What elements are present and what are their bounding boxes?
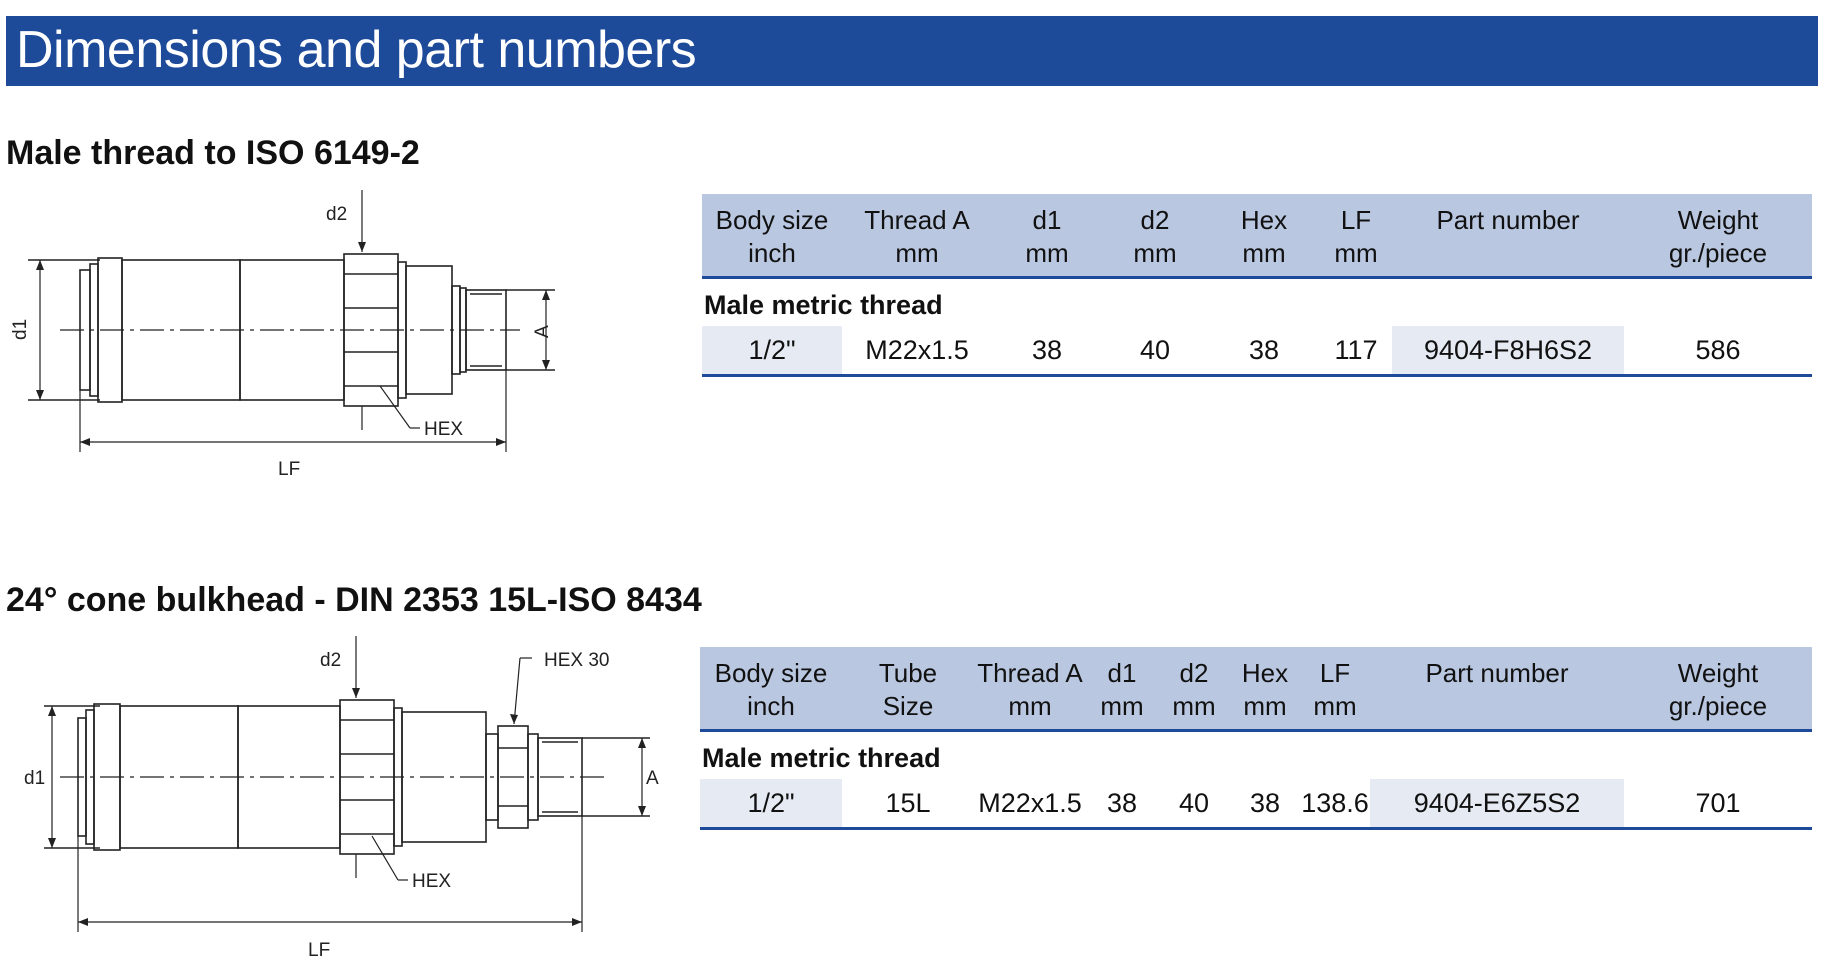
page-title: Dimensions and part numbers	[16, 21, 697, 79]
cell-d1: 38	[1086, 779, 1158, 830]
cell-tube-size: 15L	[842, 779, 974, 830]
cell-lf: 138.6	[1300, 779, 1370, 830]
page-banner: Dimensions and part numbers	[6, 16, 1818, 86]
table-row: 1/2" 15L M22x1.5 38 40 38 138.6 9404-E6Z…	[700, 779, 1812, 830]
table-group-row: Male metric thread	[700, 731, 1812, 780]
drawing-cone-bulkhead: d2 HEX 30 d1 A HEX LF	[0, 636, 680, 964]
cell-d1: 38	[992, 326, 1102, 377]
cell-weight: 701	[1624, 779, 1812, 830]
dim-label-lf: LF	[278, 459, 300, 480]
col-header-part-number: Part number	[1392, 194, 1624, 279]
dim-label-d1: d1	[10, 319, 31, 340]
dim-label-d2: d2	[326, 204, 347, 225]
dim-label-lf: LF	[308, 940, 330, 961]
cell-d2: 40	[1102, 326, 1208, 377]
cell-thread-a: M22x1.5	[842, 326, 992, 377]
dim-label-hex: HEX	[412, 871, 451, 892]
cell-d2: 40	[1158, 779, 1230, 830]
drawing-male-thread: d2 d1 A HEX LF	[0, 190, 560, 490]
cell-hex: 38	[1230, 779, 1300, 830]
dim-label-a: A	[646, 768, 659, 789]
dim-label-a: A	[532, 325, 553, 338]
dim-label-d1: d1	[24, 768, 45, 789]
cell-lf: 117	[1320, 326, 1392, 377]
col-header-part-number: Part number	[1370, 647, 1624, 732]
section-title-cone-bulkhead: 24° cone bulkhead - DIN 2353 15L-ISO 843…	[6, 581, 702, 619]
dim-label-hex: HEX	[424, 419, 463, 440]
table-row: 1/2" M22x1.5 38 40 38 117 9404-F8H6S2 58…	[702, 326, 1812, 377]
section-title-male-thread: Male thread to ISO 6149-2	[6, 134, 420, 172]
dim-label-d2: d2	[320, 650, 341, 671]
dim-label-hex30: HEX 30	[544, 650, 609, 671]
group-label: Male metric thread	[704, 289, 943, 320]
cell-part-number: 9404-F8H6S2	[1392, 326, 1624, 377]
cell-thread-a: M22x1.5	[974, 779, 1086, 830]
cell-body-size: 1/2"	[700, 779, 842, 830]
cell-weight: 586	[1624, 326, 1812, 377]
cell-hex: 38	[1208, 326, 1320, 377]
cell-part-number: 9404-E6Z5S2	[1370, 779, 1624, 830]
table-group-row: Male metric thread	[702, 278, 1812, 327]
cell-body-size: 1/2"	[702, 326, 842, 377]
group-label: Male metric thread	[702, 742, 941, 773]
